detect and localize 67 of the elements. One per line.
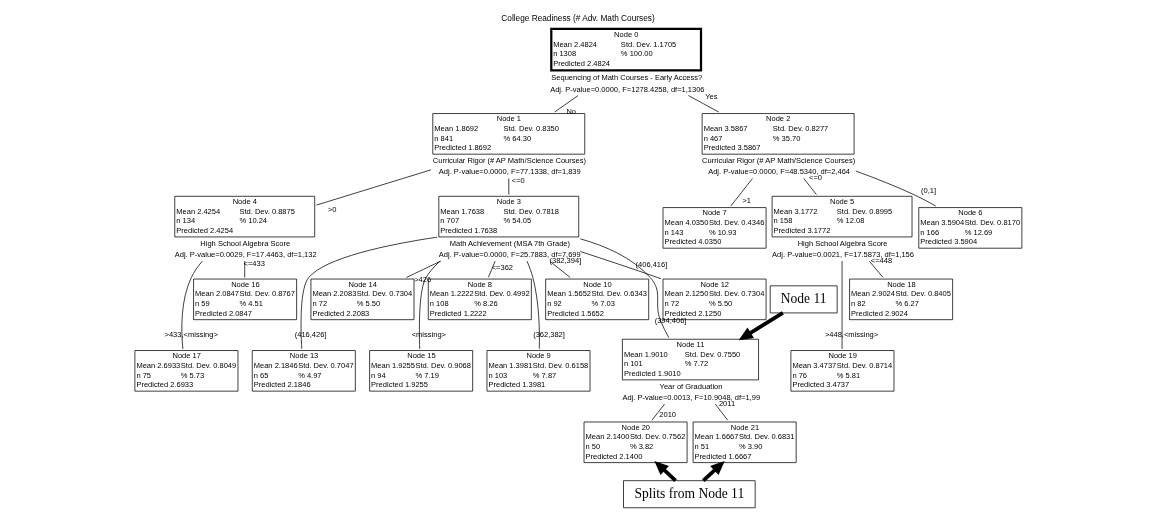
node-box: Node 14 Mean 2.2083Std. Dev. 0.7304 n 72 % 5.50 Predicted 2.2083 [310,278,414,321]
connector [579,251,661,280]
node-box: Node 18 Mean 2.9024Std. Dev. 0.8405 n 82 % 6.27 Predicted 2.9024 [848,278,953,321]
node-label: Year of Graduation [659,381,722,391]
edge-label: <=362 [491,263,513,273]
connector [854,170,936,207]
node-label: Adj. P-value=0.0000, F=77.1338, df=1,839 [438,167,581,177]
node-box: Node 11 Mean 1.9010 Std. Dev. 0.7550 n 101 % 7.72 Predicted 1.9010 [621,338,759,381]
arrow [653,460,677,483]
edge-label: >426 [413,275,431,285]
connector [526,260,540,350]
node-box: Node 5 Mean 3.1772 Std. Dev. 0.8995 n 158 % 12.08 Predicted 3.1772 [771,195,912,238]
node-label: Sequencing of Math Courses - Early Access? [550,73,702,83]
edge-label: (0,1] [920,185,936,195]
node-box: Node 3 Mean 1.7638 Std. Dev. 0.7818 n 707 % 54.05 Predicted 1.7638 [437,195,579,238]
connector [300,236,437,350]
edge-label: (416,426] [294,329,327,339]
connector [315,169,431,206]
node-box: Node 10 Mean 1.5652Std. Dev. 0.6343 n 92 % 7.03 Predicted 1.5652 [544,278,649,321]
connector [841,260,842,350]
arrow [738,311,784,341]
edge-label: <=433 [243,258,265,268]
edge-label: >433,<missing> [164,329,218,339]
node-box: Node 17 Mean 2.6933Std. Dev. 0.8049 n 75 % 5.73 Predicted 2.6933 [134,350,238,392]
edge-label: >448,<missing> [824,330,878,340]
node-box: Node 6 Mean 3.5904Std. Dev. 0.8170 n 166 % 12.69 Predicted 3.5904 [917,207,1022,249]
edge-label: <=0 [511,175,525,185]
node-box: Node 20 Mean 2.1400Std. Dev. 0.7562 n 50 % 3.82 Predicted 2.1400 [583,421,687,463]
node-label: Adj. P-value=0.0029, F=17.4463, df=1,132 [174,250,317,260]
connector [548,260,570,278]
node-box: Node 2 Mean 3.5867 Std. Dev. 0.8277 n 467 % 35.70 Predicted 3.5867 [701,113,854,155]
edge-label: (406,416] [635,260,667,270]
edge-label: Yes [704,92,717,102]
node-box: Node 4 Mean 2.4254 Std. Dev. 0.8875 n 134 % 10.24 Predicted 2.4254 [173,195,315,238]
node-label: High School Algebra Score [199,238,290,248]
connector [802,178,817,195]
connector [651,403,665,421]
node-box: Splits from Node 11 [622,480,756,509]
node-box: Node 11 [769,285,838,314]
node-box: Node 19 Mean 3.4737Std. Dev. 0.8714 n 76 % 5.81 Predicted 3.4737 [790,350,894,392]
connector [714,403,728,421]
arrow [701,460,725,483]
node-box: Node 15 Mean 1.9255Std. Dev. 0.9068 n 94 % 7.19 Predicted 1.9255 [368,350,473,392]
node-label: High School Algebra Score [797,238,887,248]
connector [687,95,719,113]
edge-label: >1 [741,196,751,206]
connector [180,260,203,350]
edge-label: >0 [327,205,336,215]
connector [418,260,440,350]
connector [579,238,669,339]
node-box: Node 21 Mean 1.6667Std. Dev. 0.6831 n 51 % 3.90 Predicted 1.6667 [692,421,797,463]
diagram-title: College Readiness (# Adv. Math Courses) [500,13,655,23]
node-box: Node 9 Mean 1.3981Std. Dev. 0.6158 n 103 % 7.87 Predicted 1.3981 [486,350,590,392]
node-box: Node 7 Mean 4.0350Std. Dev. 0.4346 n 143 % 10.93 Predicted 4.0350 [662,207,766,249]
connector [729,178,753,207]
connector [487,260,496,278]
node-box: Node 13 Mean 2.1846Std. Dev. 0.7047 n 65 % 4.97 Predicted 2.1846 [251,350,356,392]
node-box: Node 16 Mean 2.0847Std. Dev. 0.8767 n 59 % 4.51 Predicted 2.0847 [192,278,297,321]
connector [868,260,883,278]
node-label: Curricular Rigor (# AP Math/Science Courses) [432,156,586,166]
node-box: Node 0 Mean 2.4824 Std. Dev. 1.1705 n 1308 % 100.00 Predicted 2.4824 [549,27,702,72]
node-label: Adj. P-value=0.0000, F=1278.4258, df=1,1306 [549,84,705,94]
connector [405,260,441,278]
node-box: Node 1 Mean 1.8692 Std. Dev. 0.8350 n 841 % 64.30 Predicted 1.8692 [431,113,585,155]
edge-label: 2010 [658,410,676,420]
node-label: Curricular Rigor (# AP Math/Science Courses) [701,156,855,166]
node-label: Math Achievement (MSA 7th Grade) [449,238,570,248]
